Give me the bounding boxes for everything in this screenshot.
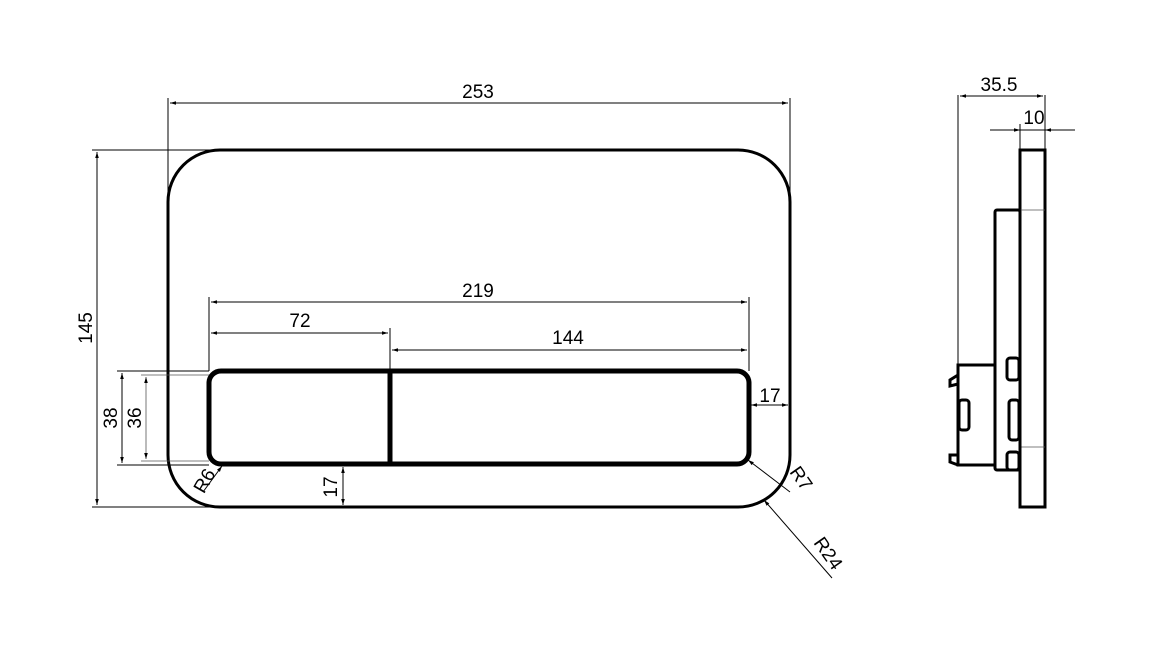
dim-button-outer-height: 38 (101, 407, 122, 428)
dim-bottom-margin: 17 (321, 476, 342, 497)
dim-right-button-width: 144 (552, 328, 584, 349)
dim-button-area-width: 219 (462, 281, 494, 302)
side-view: 35.5 10 (948, 75, 1075, 509)
dim-total-depth: 35.5 (981, 75, 1018, 96)
button-frame (206, 368, 752, 467)
dim-overall-height: 145 (76, 312, 97, 344)
dim-side-margin: 17 (759, 386, 780, 407)
front-view: 253 145 219 72 144 38 36 17 17 R6 R7 R24 (76, 82, 846, 579)
plate-outline (166, 148, 792, 509)
dim-left-button-width: 72 (289, 311, 310, 332)
dim-overall-width: 253 (462, 82, 494, 103)
leader-r7 (747, 459, 791, 493)
side-rear-module (956, 363, 997, 467)
leader-r24 (763, 499, 833, 579)
dim-plate-corner-radius: R24 (809, 534, 846, 575)
leader-r6 (202, 465, 223, 493)
side-plate (1018, 148, 1047, 509)
dim-button-corner-radius: R6 (190, 465, 220, 497)
dim-plate-thickness: 10 (1023, 108, 1044, 129)
dim-button-inner-height: 36 (125, 407, 146, 428)
extension-lines (92, 98, 791, 508)
